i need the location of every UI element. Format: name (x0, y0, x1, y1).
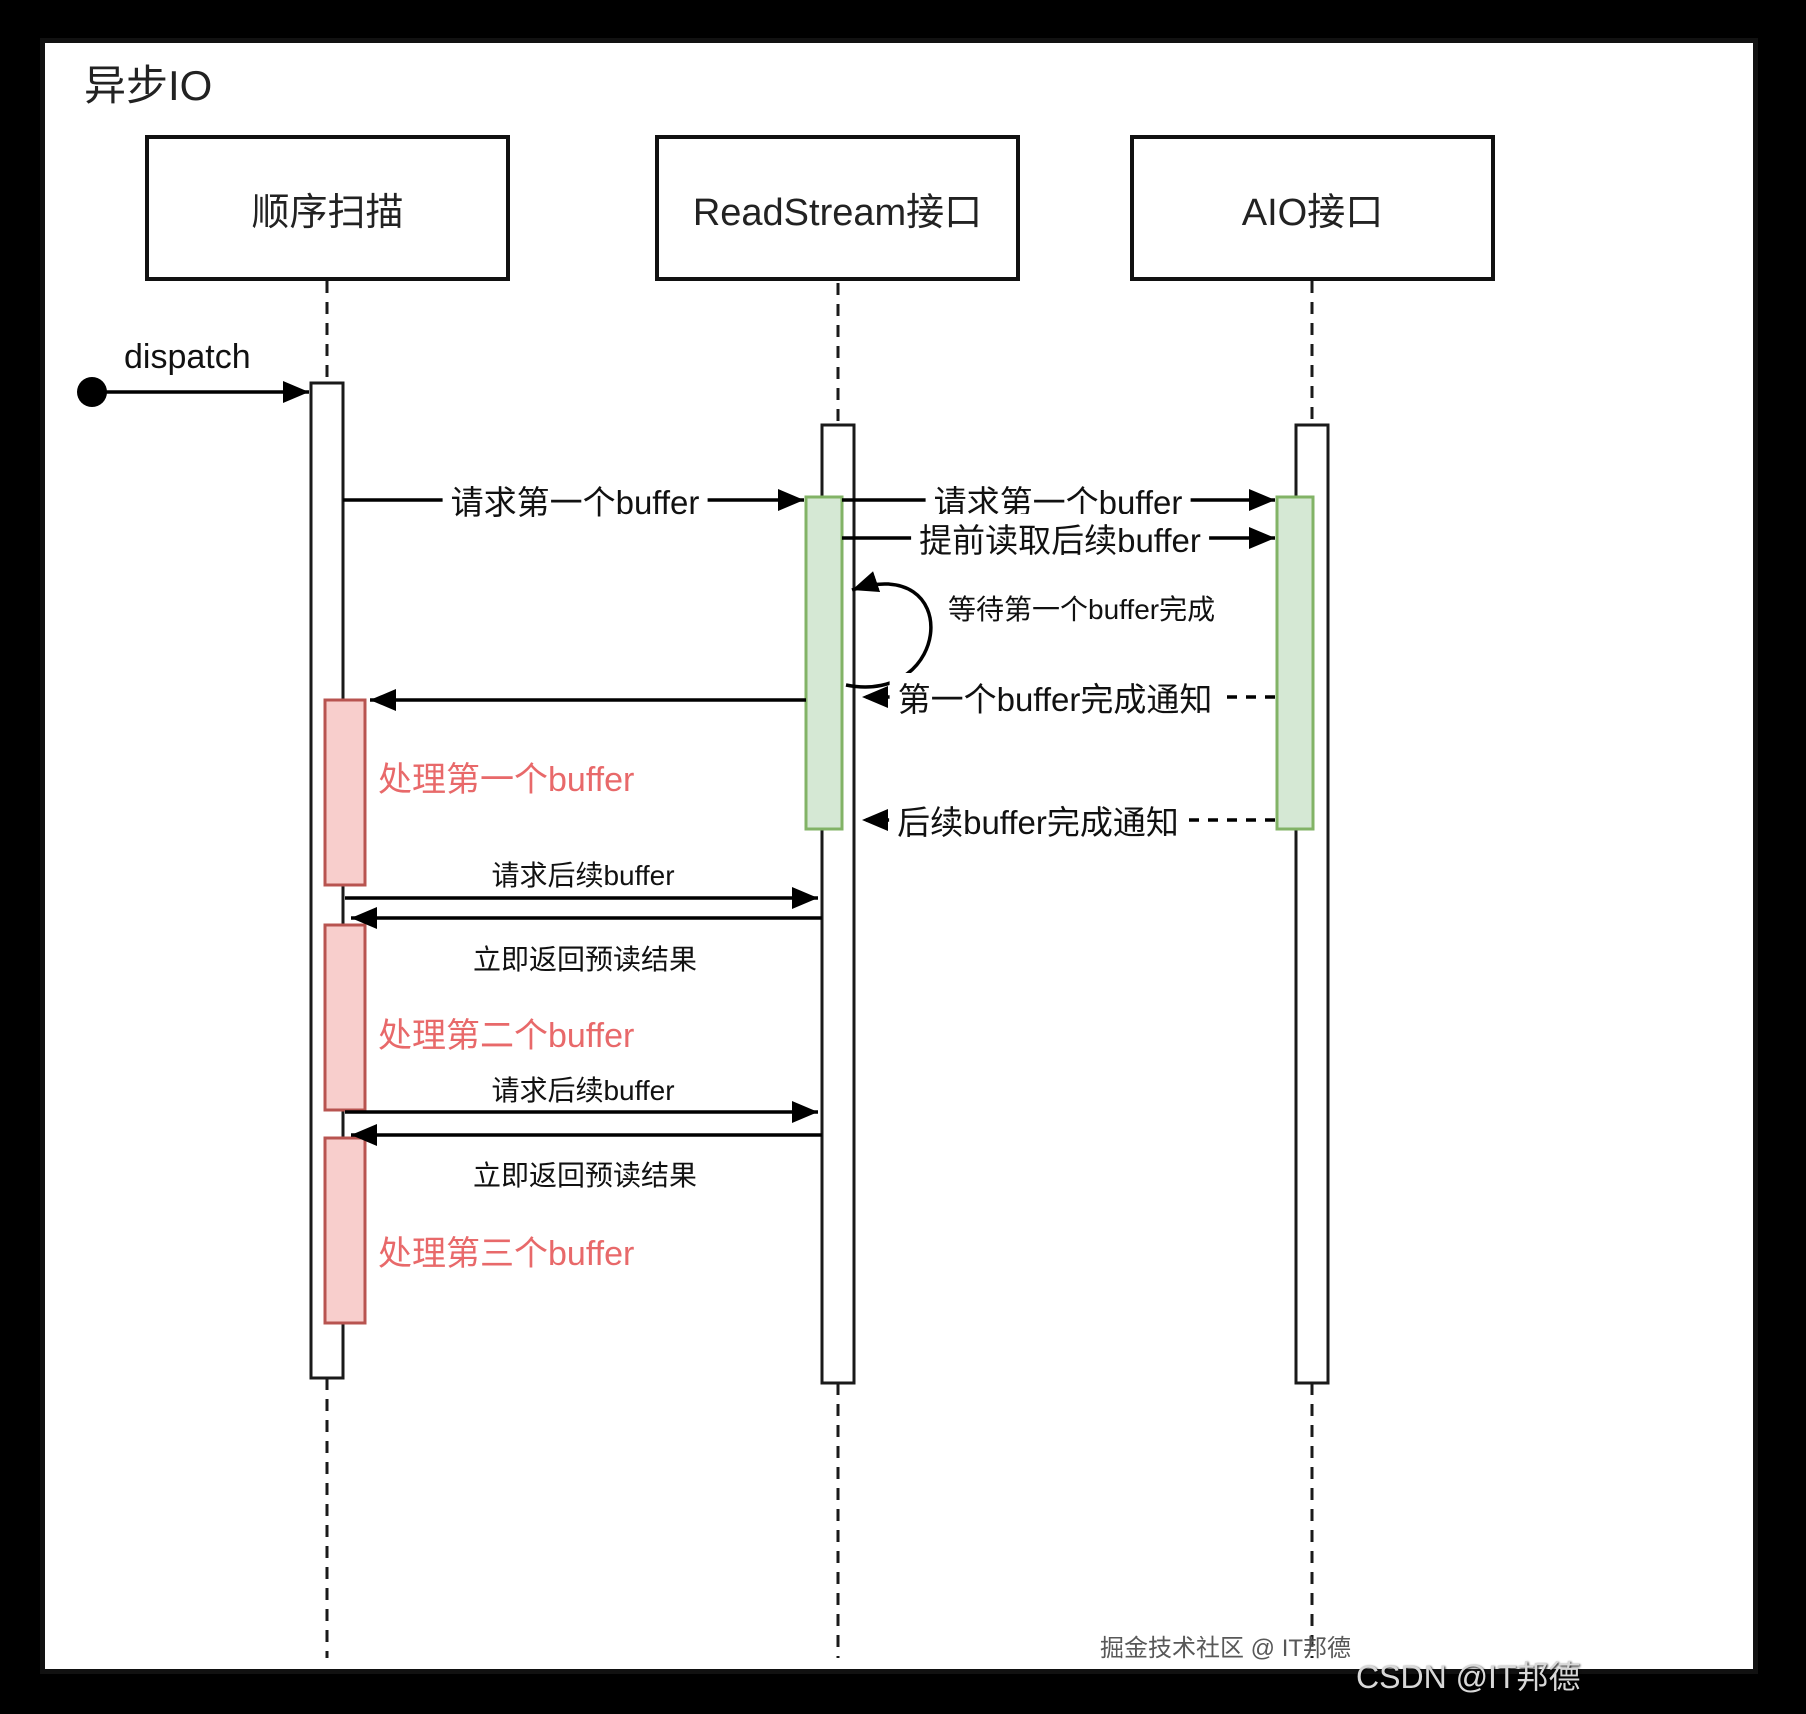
arrow-wait-self-loop (845, 571, 933, 689)
dispatch-arrow (77, 377, 309, 407)
watermark-juejin: 掘金技术社区 @ IT邦德 (1100, 1635, 1352, 1662)
process-second-buffer-label: 处理第二个buffer (378, 1017, 635, 1055)
dispatch-label: dispatch (124, 338, 251, 376)
lifelines (325, 281, 1314, 1658)
return-preread-result-label-2: 立即返回预读结果 (472, 1160, 698, 1191)
pink-activation-process-third (323, 1136, 367, 1325)
preread-next-buffer-label: 提前读取后续buffer (911, 514, 1209, 562)
request-next-buffer-label-2: 请求后续buffer (491, 1075, 675, 1106)
actor-readstream: ReadStream接口 (655, 135, 1020, 281)
first-buffer-done-label: 第一个buffer完成通知 (889, 673, 1221, 721)
wait-first-buffer-label: 等待第一个buffer完成 (948, 594, 1216, 625)
actor-readstream-label: ReadStream接口 (692, 191, 983, 234)
next-buffer-done-label: 后续buffer完成通知 (889, 796, 1187, 844)
actor-aio-label: AIO接口 (1241, 191, 1384, 234)
green-activation-aio (1275, 495, 1315, 831)
actor-sequential-scan: 顺序扫描 (145, 135, 510, 281)
actor-aio: AIO接口 (1130, 135, 1495, 281)
diagram-title: 异步IO (84, 62, 213, 109)
request-next-buffer-label-1: 请求后续buffer (491, 860, 675, 891)
activation-bars (309, 381, 1330, 1385)
process-first-buffer-label: 处理第一个buffer (378, 761, 635, 799)
return-preread-result-label-1: 立即返回预读结果 (472, 944, 698, 975)
green-activation-readstream (804, 495, 844, 831)
process-third-buffer-label: 处理第三个buffer (378, 1235, 635, 1273)
watermark-csdn: CSDN @IT邦德 (1356, 1659, 1581, 1695)
actor-sequential-scan-label: 顺序扫描 (251, 191, 404, 234)
pink-activation-process-second (323, 923, 367, 1112)
pink-activation-process-first (323, 698, 367, 887)
request-first-buffer-label-1: 请求第一个buffer (442, 476, 708, 524)
